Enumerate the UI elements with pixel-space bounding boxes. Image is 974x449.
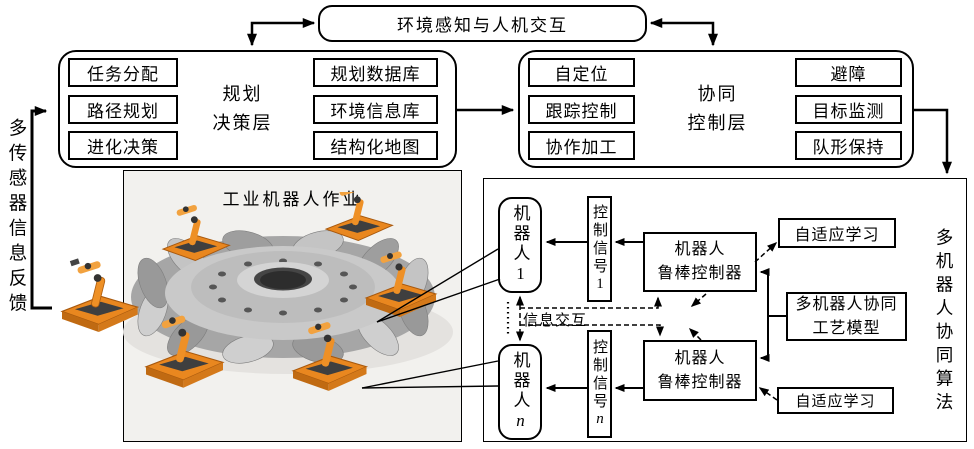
controller-1-line2: 鲁棒控制器 (657, 265, 743, 282)
signal-1-index: 1 (592, 275, 608, 295)
evolution-decision-label: 进化决策 (87, 138, 159, 157)
controller-n-line2: 鲁棒控制器 (657, 373, 743, 391)
obstacle-avoidance-label: 避障 (830, 65, 867, 84)
control-title-line2: 控制层 (687, 113, 748, 133)
info-exchange-label: 信息交互 (523, 313, 588, 329)
multisensor-feedback-label: 多传感器信息反馈 (6, 118, 26, 318)
robot-n-index: n (511, 411, 530, 433)
robot-arm (324, 192, 394, 242)
box-process-model: 多机器人协同 工艺模型 (786, 292, 907, 341)
box-collaborative-machining: 协作加工 (528, 131, 635, 160)
environment-info-db-label: 环境信息库 (330, 102, 421, 121)
signal-n-index: n (592, 410, 608, 430)
box-environment-info-db: 环境信息库 (313, 95, 438, 124)
box-robust-controller-1: 机器人 鲁棒控制器 (643, 232, 757, 292)
structured-map-label: 结构化地图 (330, 138, 421, 157)
box-target-monitoring: 目标监测 (795, 95, 902, 124)
adaptive-learning-1-label: 自适应学习 (794, 227, 880, 244)
signal-1-name: 控制信号 (591, 203, 607, 276)
planning-title-line2: 决策层 (212, 113, 273, 133)
target-monitoring-label: 目标监测 (812, 102, 885, 121)
control-title-line1: 协同 (697, 84, 738, 104)
box-path-planning: 路径规划 (68, 95, 178, 124)
formation-keeping-label: 队形保持 (812, 138, 885, 157)
box-obstacle-avoidance: 避障 (795, 58, 902, 87)
workspace-title: 工业机器人作业 (222, 190, 363, 209)
controller-n-line1: 机器人 (674, 349, 726, 367)
coordination-side-label: 多机器人协同算法 (934, 228, 954, 416)
box-tracking-control: 跟踪控制 (528, 95, 635, 124)
robot-arm (161, 204, 231, 262)
box-robust-controller-n: 机器人 鲁棒控制器 (643, 340, 757, 401)
robot-1-index: 1 (511, 264, 530, 286)
path-planning-label: 路径规划 (87, 102, 159, 121)
collaborative-machining-label: 协作加工 (545, 138, 618, 157)
box-structured-map: 结构化地图 (313, 131, 438, 160)
env-perception-hmi-label: 环境感知与人机交互 (397, 16, 568, 35)
box-evolution-decision: 进化决策 (68, 131, 178, 160)
arrow-sensor-feedback (30, 106, 52, 310)
process-model-line1: 多机器人协同 (795, 295, 898, 313)
arrow-top-to-control (649, 18, 718, 47)
robot-n-name: 机器人 (510, 351, 530, 411)
env-perception-hmi-box: 环境感知与人机交互 (318, 5, 647, 42)
control-layer-title: 协同 控制层 (670, 80, 765, 138)
signal-n-name: 控制信号 (591, 338, 607, 411)
robot-arm (60, 258, 140, 332)
robot-arm (291, 322, 369, 391)
bolt-holes (209, 258, 357, 316)
box-planning-database: 规划数据库 (313, 58, 438, 87)
robot-arm (144, 315, 225, 388)
tracking-control-label: 跟踪控制 (545, 102, 618, 121)
workspace-scene (60, 192, 453, 391)
robot-1-name: 机器人 (510, 204, 530, 264)
box-task-allocation: 任务分配 (68, 58, 178, 87)
box-self-localization: 自定位 (528, 58, 635, 87)
box-formation-keeping: 队形保持 (795, 131, 902, 160)
task-allocation-label: 任务分配 (87, 65, 159, 84)
adaptive-learning-n-label: 自适应学习 (795, 394, 876, 410)
planning-database-label: 规划数据库 (330, 65, 421, 84)
box-adaptive-learning-1: 自适应学习 (778, 218, 896, 248)
self-localization-label: 自定位 (554, 65, 609, 84)
planning-layer-title: 规划 决策层 (195, 80, 290, 138)
box-adaptive-learning-n: 自适应学习 (777, 387, 894, 414)
arrow-top-to-planning (247, 18, 316, 47)
arrow-control-to-algorithm (914, 108, 952, 175)
process-model-line2: 工艺模型 (812, 319, 881, 337)
planning-title-line1: 规划 (222, 84, 263, 104)
controller-1-line1: 机器人 (674, 241, 726, 258)
